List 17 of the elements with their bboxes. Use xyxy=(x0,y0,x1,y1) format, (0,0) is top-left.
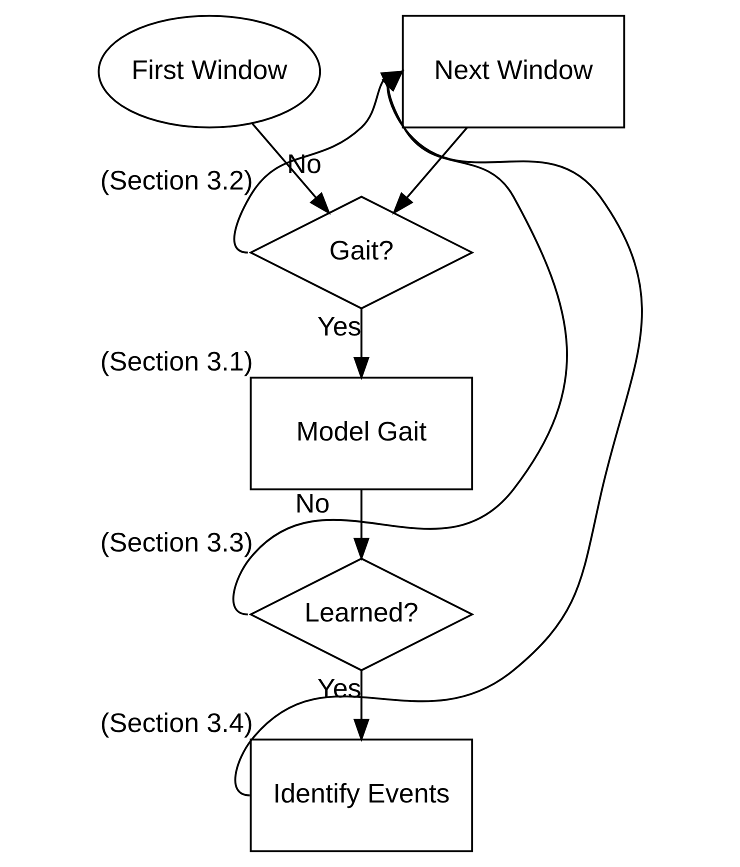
node-label: (Section 3.4) xyxy=(100,708,253,738)
edge-label: Yes xyxy=(316,312,361,342)
arrow xyxy=(352,490,370,562)
node-box: Next Window xyxy=(401,14,625,128)
arrow xyxy=(352,308,370,380)
arrow xyxy=(392,127,468,215)
node-diamond: Gait? xyxy=(248,196,474,310)
edge-label: No xyxy=(294,488,330,519)
arrow xyxy=(352,670,370,742)
node-label: (Section 3.1) xyxy=(100,346,253,376)
node-label: (Section 3.3) xyxy=(100,527,253,558)
node-diamond: Learned? xyxy=(248,558,474,672)
node-label: (Section 3.2) xyxy=(100,165,253,196)
node-ellipse: First Window xyxy=(97,14,321,128)
node-box: Model Gait xyxy=(249,376,473,490)
arrow xyxy=(251,123,330,215)
node-box: Identify Events xyxy=(249,738,473,852)
